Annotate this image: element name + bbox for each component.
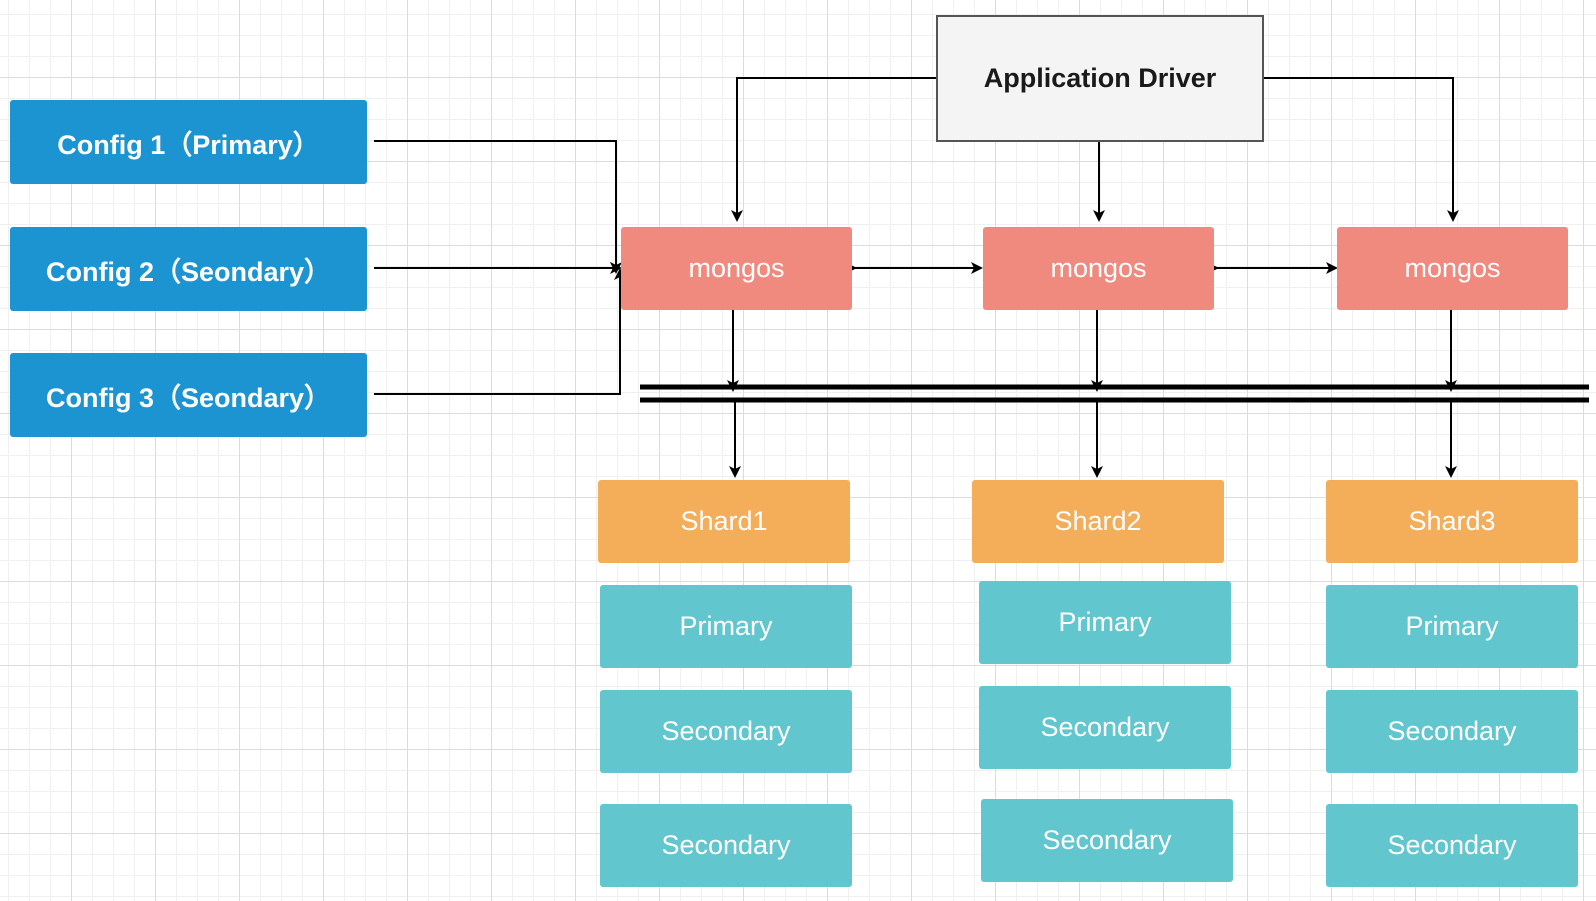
- shard-3-secondary-2-label: Secondary: [1387, 830, 1517, 860]
- shard-1-header[interactable]: Shard1: [598, 480, 850, 563]
- config-server-3[interactable]: Config 3（Seondary）: [10, 353, 367, 437]
- config-server-2[interactable]: Config 2（Seondary）: [10, 227, 367, 311]
- shard-2-label: Shard2: [1054, 506, 1142, 536]
- config-server-1[interactable]: Config 1（Primary）: [10, 100, 367, 184]
- application-driver-label: Application Driver: [983, 63, 1217, 93]
- shard-3-secondary-1-label: Secondary: [1387, 716, 1517, 746]
- mongos-router-1-label: mongos: [688, 253, 785, 283]
- shard-1-primary-label: Primary: [679, 611, 773, 641]
- shard-2-secondary-1[interactable]: Secondary: [979, 686, 1231, 769]
- shard-3-primary-label: Primary: [1405, 611, 1499, 641]
- shard-1-label: Shard1: [680, 506, 768, 536]
- edge-app-mongos1: [731, 77, 936, 222]
- shard-3-label: Shard3: [1408, 506, 1496, 536]
- shard-3-primary[interactable]: Primary: [1326, 585, 1578, 668]
- shard-3-header[interactable]: Shard3: [1326, 480, 1578, 563]
- config-server-1-label: Config 1（Primary）: [57, 129, 320, 160]
- mongos-router-1[interactable]: mongos: [621, 227, 852, 310]
- shard-2-primary[interactable]: Primary: [979, 581, 1231, 664]
- edge-config1-mongos1: [374, 140, 622, 274]
- application-driver-node[interactable]: Application Driver: [936, 15, 1264, 142]
- shard-1-secondary-1[interactable]: Secondary: [600, 690, 852, 773]
- mongos-router-2-label: mongos: [1050, 253, 1147, 283]
- mongos-router-2[interactable]: mongos: [983, 227, 1214, 310]
- shard-3-secondary-2[interactable]: Secondary: [1326, 804, 1578, 887]
- config-server-3-label: Config 3（Seondary）: [45, 382, 332, 413]
- shard-2-secondary-2[interactable]: Secondary: [981, 799, 1233, 882]
- shard-1-primary[interactable]: Primary: [600, 585, 852, 668]
- shard-3-secondary-1[interactable]: Secondary: [1326, 690, 1578, 773]
- shard-2-primary-label: Primary: [1058, 607, 1152, 637]
- shard-1-secondary-1-label: Secondary: [661, 716, 791, 746]
- shard-2-secondary-1-label: Secondary: [1040, 712, 1170, 742]
- edge-app-mongos3: [1264, 77, 1459, 222]
- shard-2-secondary-2-label: Secondary: [1042, 825, 1172, 855]
- shard-2-header[interactable]: Shard2: [972, 480, 1224, 563]
- shard-1-secondary-2-label: Secondary: [661, 830, 791, 860]
- mongos-router-3-label: mongos: [1404, 253, 1501, 283]
- config-server-2-label: Config 2（Seondary）: [45, 256, 332, 287]
- mongos-router-3[interactable]: mongos: [1337, 227, 1568, 310]
- edge-config3-mongos1: [374, 268, 626, 395]
- shard-1-secondary-2[interactable]: Secondary: [600, 804, 852, 887]
